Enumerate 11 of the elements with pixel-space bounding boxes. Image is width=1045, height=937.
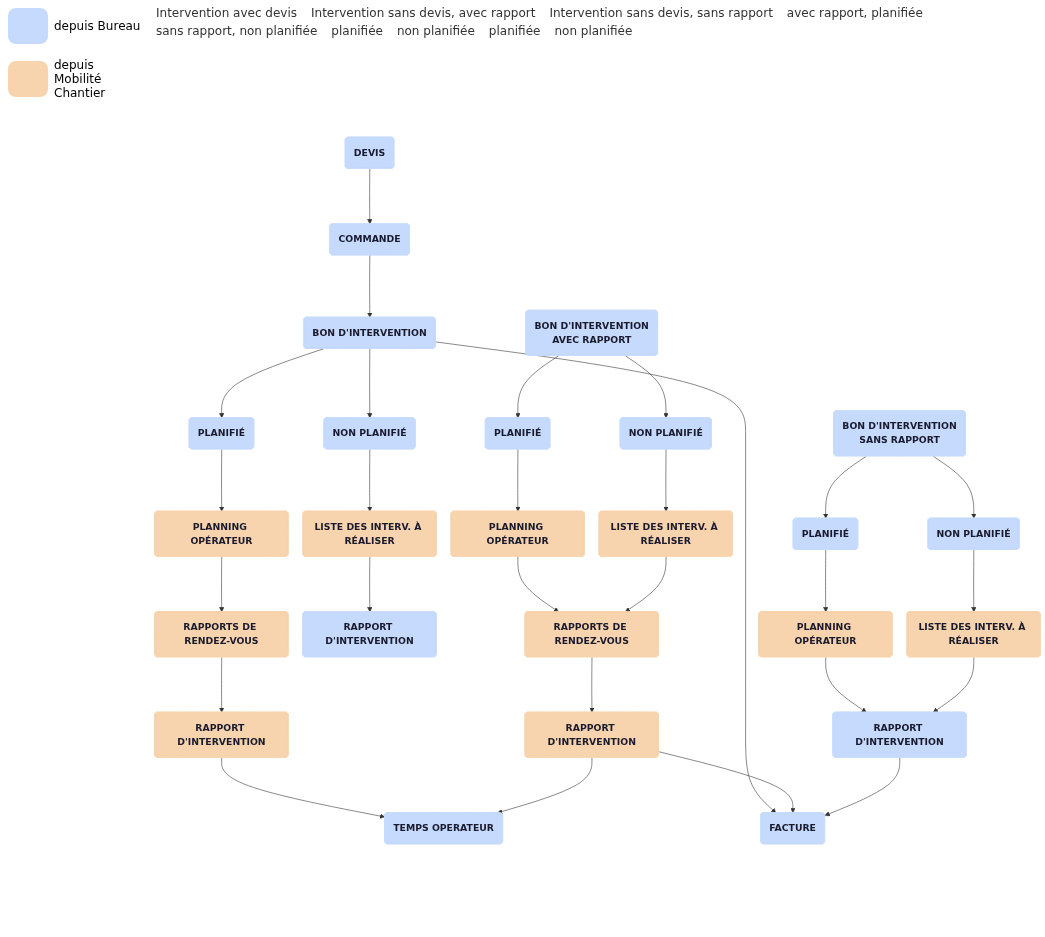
lane-label: avec rapport, planifiée [786,6,923,20]
lane-label: planifiée [331,24,383,38]
lane-label: Intervention sans devis, avec rapport [311,6,536,20]
legend-text: depuis Bureau [54,19,141,33]
lane-label: Intervention avec devis [156,6,297,20]
lane-label: planifiée [488,24,541,38]
legend-text: depuis Mobilité Chantier [54,58,107,100]
lane-label: Intervention sans devis, sans rapport [549,6,773,20]
lane-label: sans rapport, non planifiée [156,24,318,38]
lane-label: non planifiée [396,24,475,38]
lane-label: non planifiée [554,24,633,38]
